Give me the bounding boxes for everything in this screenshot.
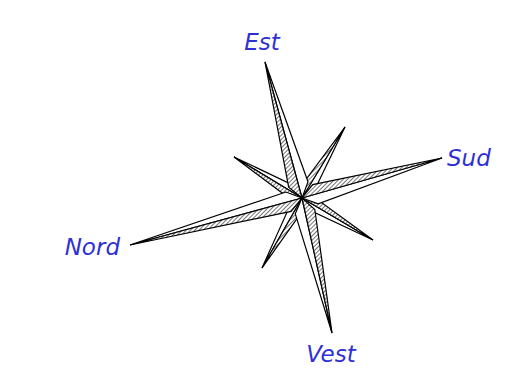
rose-point — [130, 198, 302, 245]
rose-point — [295, 198, 332, 333]
direction-label: Nord — [65, 236, 120, 259]
compass-rays — [130, 62, 442, 333]
direction-label: Sud — [447, 147, 491, 170]
rose-point — [130, 192, 302, 245]
rose-point — [302, 198, 332, 333]
direction-label: Est — [244, 31, 280, 54]
rose-point — [265, 62, 302, 198]
rose-point — [302, 158, 442, 198]
rose-point — [265, 62, 308, 198]
rose-point — [302, 158, 442, 204]
direction-label: Vest — [306, 343, 356, 366]
